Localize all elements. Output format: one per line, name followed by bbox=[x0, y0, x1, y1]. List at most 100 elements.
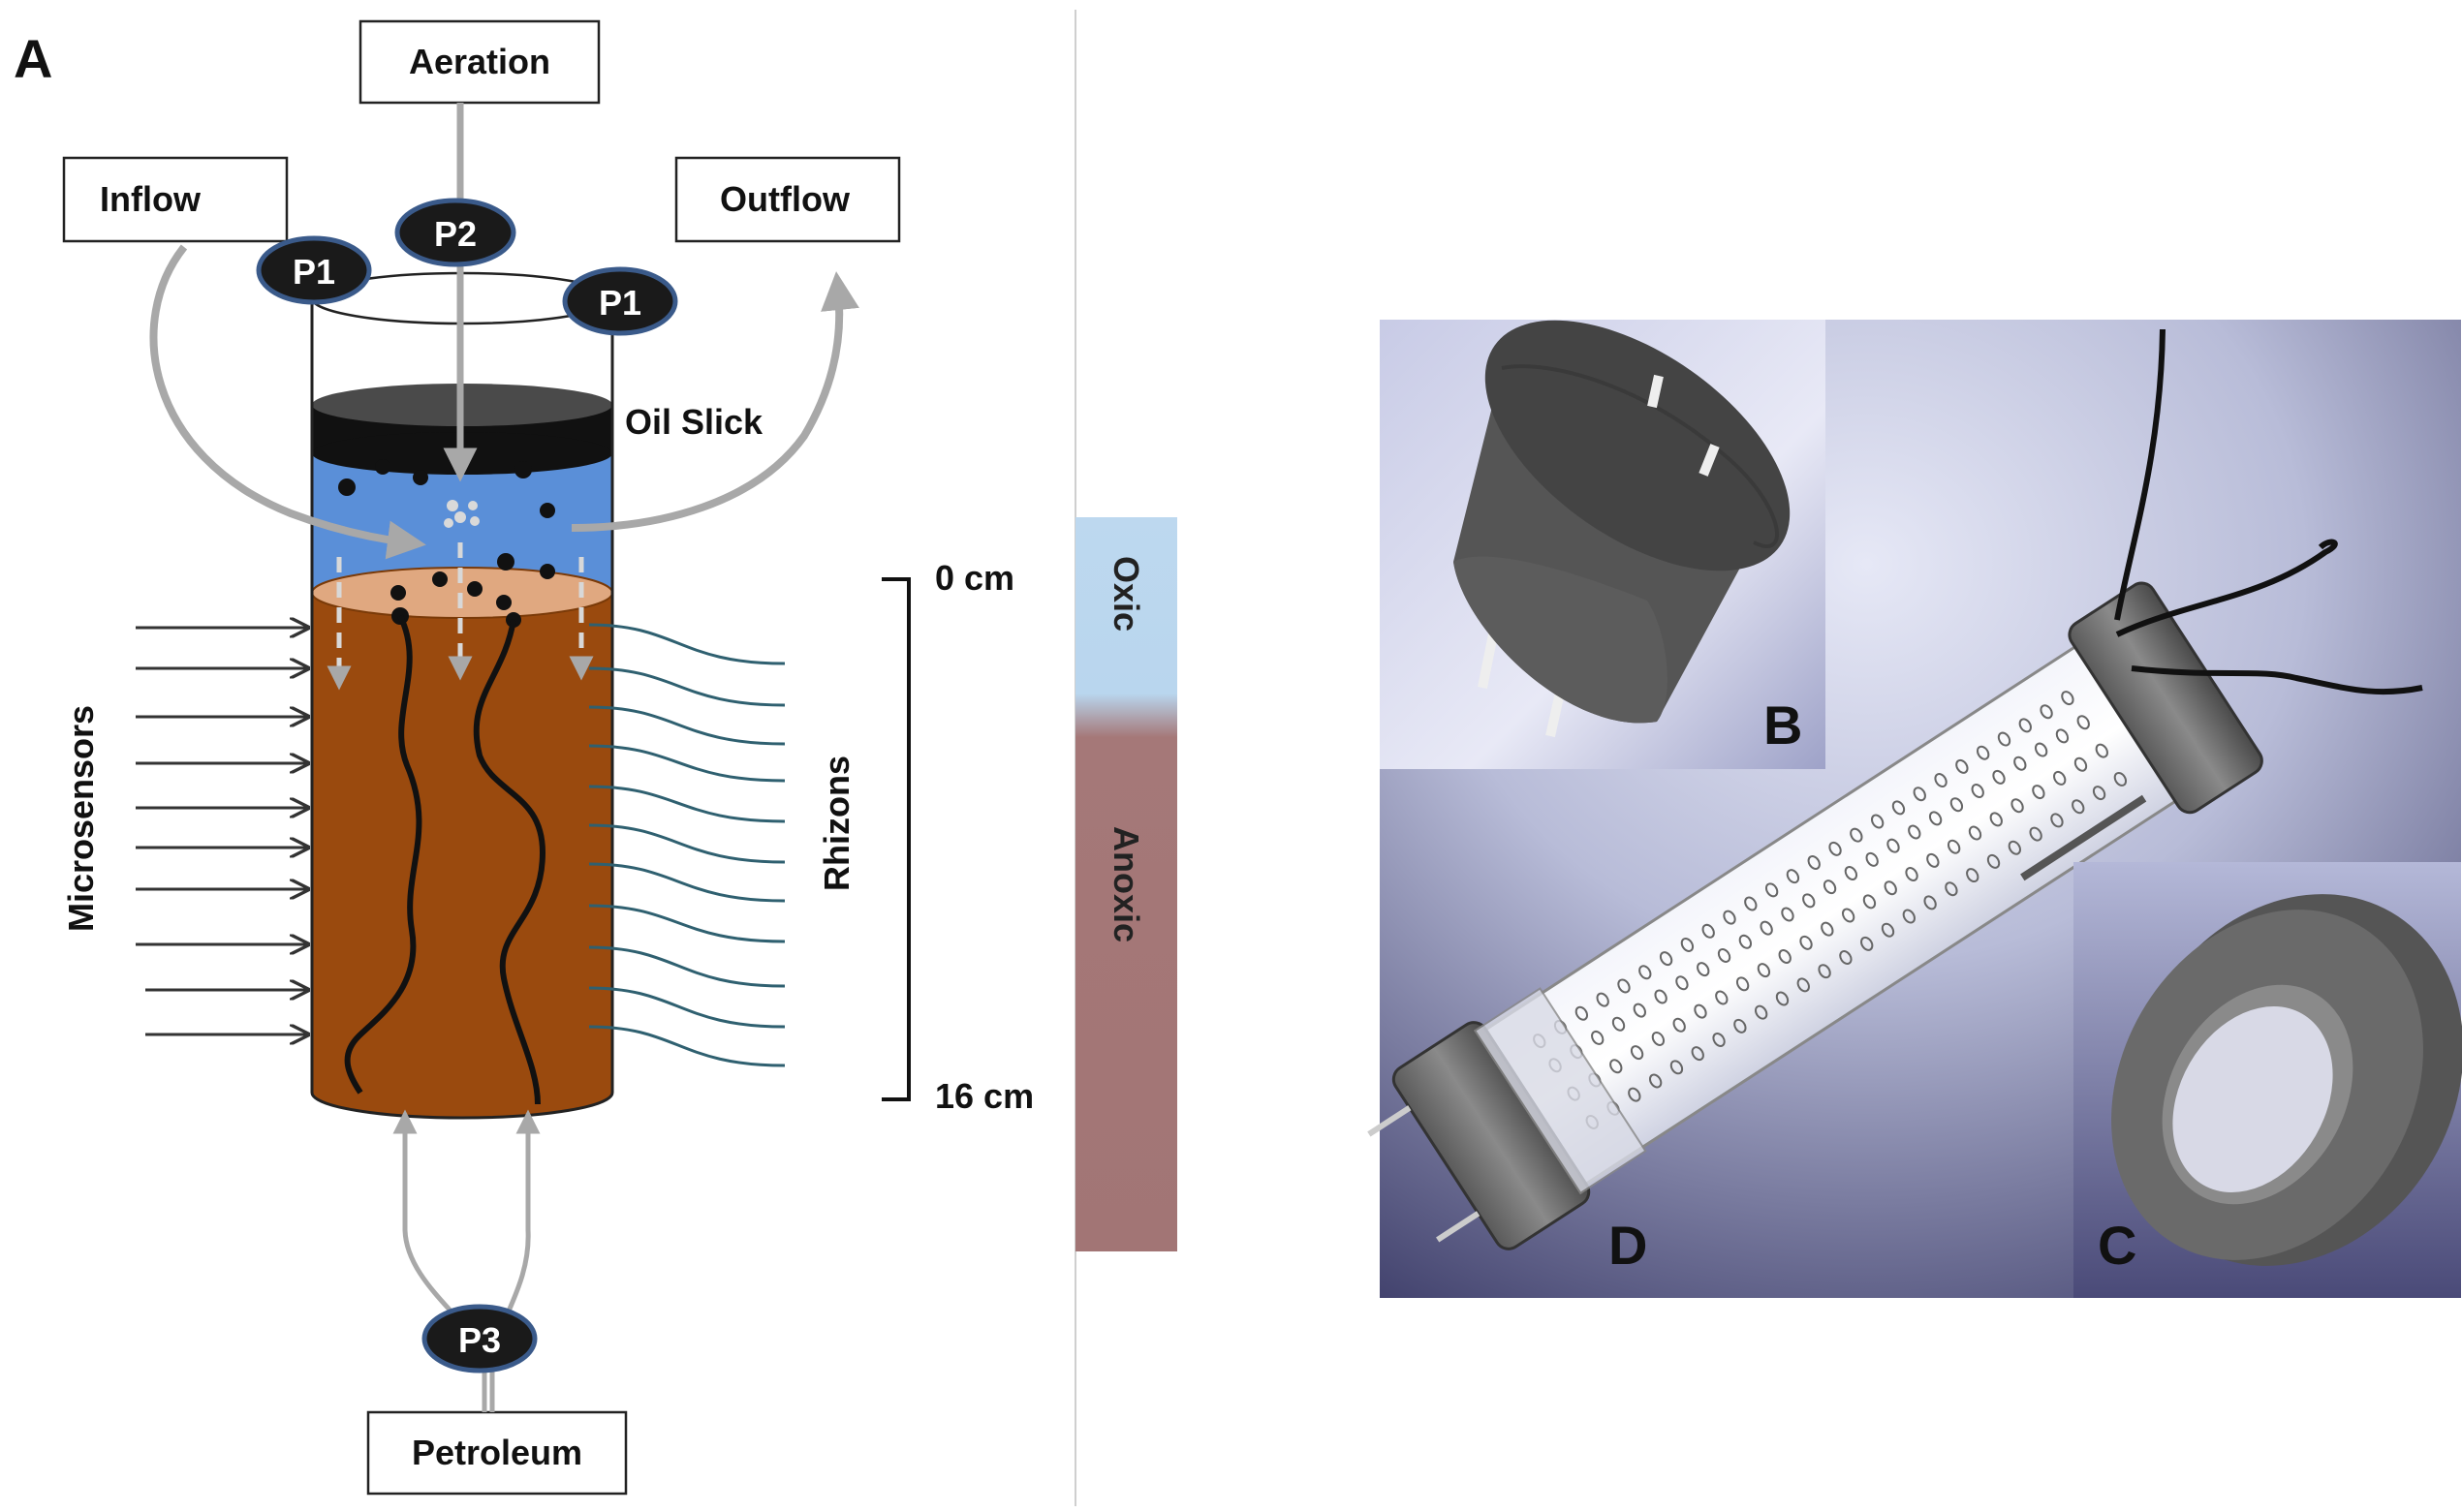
sampling-port-hole bbox=[2053, 770, 2067, 786]
sampling-port-hole bbox=[2010, 798, 2024, 814]
sampling-port-hole bbox=[1715, 990, 1729, 1005]
sampling-port-hole bbox=[1947, 839, 1961, 854]
sampling-port-hole bbox=[1886, 838, 1900, 853]
sampling-port-hole bbox=[2050, 813, 2064, 828]
inflow-label: Inflow bbox=[100, 179, 202, 219]
sampling-port-hole bbox=[1760, 920, 1773, 936]
sampling-port-hole bbox=[1735, 976, 1750, 992]
microsensor-arrows bbox=[136, 628, 308, 1034]
sampling-port-hole bbox=[1591, 1030, 1605, 1045]
sampling-port-hole bbox=[1968, 825, 1982, 841]
sampling-port-hole bbox=[1799, 935, 1813, 950]
sampling-port-hole bbox=[2032, 785, 2045, 800]
sampling-port-hole bbox=[1755, 1004, 1768, 1020]
downward-flow-arrows bbox=[327, 542, 594, 691]
sampling-port-hole bbox=[1611, 1016, 1626, 1032]
sampling-port-hole bbox=[1850, 827, 1863, 843]
bottom-cap-model bbox=[1453, 320, 1791, 738]
sampling-port-hole bbox=[1802, 893, 1816, 909]
sampling-port-hole bbox=[1680, 937, 1695, 952]
sampling-port-hole bbox=[1672, 1017, 1686, 1033]
sampling-port-hole bbox=[1828, 841, 1842, 856]
sampling-port-hole bbox=[1659, 951, 1673, 967]
sampling-port-hole bbox=[1574, 1005, 1589, 1021]
pump-p1-inflow: P1 bbox=[256, 235, 372, 305]
sampling-port-hole bbox=[1617, 978, 1631, 994]
sampling-port-hole bbox=[1989, 812, 2003, 827]
sampling-port-hole bbox=[1738, 934, 1753, 949]
sampling-port-hole bbox=[1902, 909, 1916, 924]
sampling-port-hole bbox=[1778, 949, 1792, 964]
sampling-port-hole bbox=[1891, 800, 1906, 816]
sampling-port-hole bbox=[2076, 715, 2090, 730]
sampling-port-hole bbox=[1870, 814, 1885, 829]
inflow-box: Inflow bbox=[62, 156, 289, 243]
sampling-port-hole bbox=[1860, 936, 1874, 951]
sampling-port-hole bbox=[1654, 989, 1667, 1004]
sampling-port-hole bbox=[2018, 718, 2032, 733]
sampling-port-hole bbox=[2034, 742, 2048, 757]
petroleum-box: Petroleum bbox=[366, 1410, 628, 1496]
sampling-port-hole bbox=[1609, 1059, 1623, 1074]
oxic-label: Oxic bbox=[1106, 556, 1146, 632]
microsensors-label: Microsensors bbox=[61, 705, 101, 932]
sampling-port-hole bbox=[1733, 1018, 1747, 1034]
pump-p3: P3 bbox=[421, 1304, 538, 1373]
panel-a: A Aeration Inflow Outflow Petroleum bbox=[14, 10, 1177, 1506]
sampling-port-hole bbox=[1723, 910, 1736, 925]
sampling-port-hole bbox=[2008, 840, 2022, 855]
sampling-port-hole bbox=[1648, 1073, 1663, 1089]
panel-c-inset: C bbox=[2073, 862, 2462, 1298]
sampling-port-hole bbox=[1712, 1033, 1726, 1047]
anoxic-label: Anoxic bbox=[1106, 826, 1146, 942]
sampling-port-hole bbox=[1977, 745, 1990, 760]
redox-zone-bar: Oxic Anoxic bbox=[1075, 517, 1177, 1251]
sampling-port-hole bbox=[1818, 964, 1831, 979]
depth-scale: 0 cm 16 cm bbox=[882, 558, 1034, 1116]
pump-p3-label: P3 bbox=[458, 1320, 501, 1360]
outflow-label: Outflow bbox=[720, 179, 851, 219]
sampling-port-hole bbox=[1781, 907, 1794, 922]
panel-a-letter: A bbox=[14, 28, 52, 89]
sampling-port-hole bbox=[2073, 756, 2088, 772]
sampling-port-hole bbox=[1881, 922, 1895, 938]
wires bbox=[2114, 328, 2423, 695]
sampling-port-hole bbox=[2072, 799, 2085, 815]
sampling-port-hole bbox=[2061, 691, 2074, 706]
sampling-port-hole bbox=[1697, 962, 1710, 977]
rhizon-samplers bbox=[588, 623, 786, 1067]
sampling-port-hole bbox=[1786, 869, 1800, 884]
sampling-port-hole bbox=[1628, 1087, 1641, 1102]
aeration-box: Aeration bbox=[358, 19, 601, 105]
sampling-port-hole bbox=[1923, 895, 1937, 910]
sampling-port-hole bbox=[2029, 826, 2042, 842]
sampling-port-hole bbox=[1955, 758, 1969, 774]
sampling-port-hole bbox=[1841, 908, 1855, 923]
panel-b-inset: B bbox=[1380, 320, 1825, 769]
pump-p1-outflow: P1 bbox=[562, 266, 678, 336]
sampling-port-hole bbox=[1823, 879, 1837, 895]
oil-slick-label: Oil Slick bbox=[625, 402, 764, 442]
core-tube-assembly bbox=[1367, 581, 2263, 1250]
sampling-port-hole bbox=[1966, 868, 1979, 883]
sampling-port-hole bbox=[1945, 881, 1958, 897]
sampling-port-hole bbox=[1691, 1046, 1704, 1062]
sampling-port-hole bbox=[1928, 811, 1943, 826]
oil-droplets bbox=[338, 459, 555, 628]
pump-p1-inflow-label: P1 bbox=[293, 252, 335, 292]
panel-d-letter: D bbox=[1608, 1215, 1647, 1276]
sampling-port-hole bbox=[1757, 963, 1771, 978]
sampling-port-hole bbox=[1862, 894, 1877, 910]
sampling-port-hole bbox=[2113, 771, 2128, 787]
pump-p2-label: P2 bbox=[434, 214, 477, 254]
sampling-port-hole bbox=[1913, 787, 1926, 802]
depth-top-label: 0 cm bbox=[935, 558, 1014, 598]
sampling-port-hole bbox=[2092, 786, 2106, 801]
burrows bbox=[344, 614, 545, 1105]
sampling-ports bbox=[1533, 691, 2128, 1129]
panel-c-letter: C bbox=[2098, 1215, 2136, 1276]
sampling-port-hole bbox=[1926, 852, 1940, 868]
sampling-port-hole bbox=[1908, 824, 1921, 840]
sampling-port-hole bbox=[1949, 797, 1964, 813]
